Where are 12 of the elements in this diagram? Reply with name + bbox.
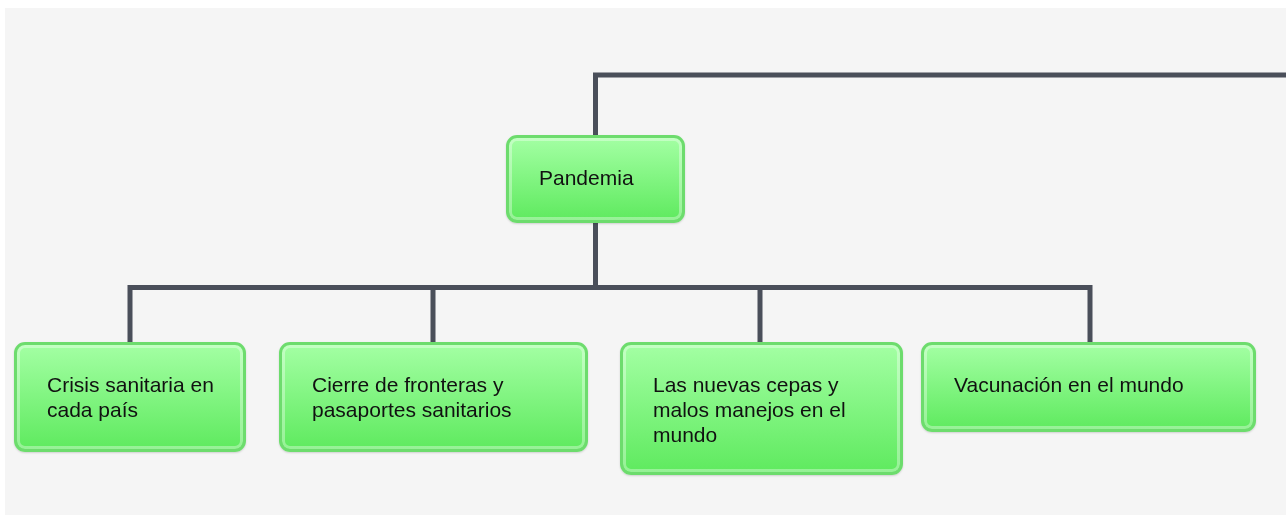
topic-text: Las nuevas cepas y malos manejos en el mundo [653,372,847,447]
topic-box [14,342,246,452]
connector-line [593,223,1093,342]
topic-box [921,342,1256,432]
topic-box [279,342,588,452]
topic-text: Vacunación en el mundo [954,372,1185,397]
topic-box [620,342,903,475]
topic-text: Pandemia [539,165,635,190]
topic-box [506,135,685,223]
topic-text: Crisis sanitaria en cada país [47,372,215,422]
connector-line [593,72,1286,135]
topic-text: Cierre de fronteras y pasaportes sanitarios [312,372,513,422]
